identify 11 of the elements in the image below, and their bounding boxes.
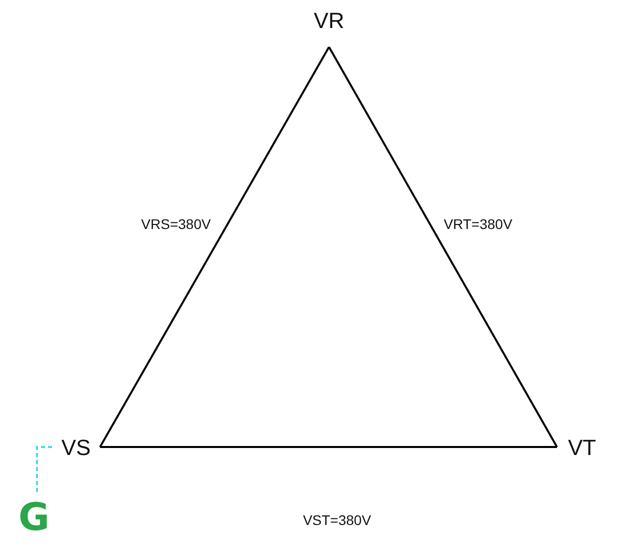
vertex-label: G bbox=[14, 495, 54, 539]
triangle-side bbox=[100, 446, 557, 448]
edge-label: VST=380V bbox=[302, 512, 372, 528]
edge-label: VRS=380V bbox=[140, 216, 212, 232]
vertex-label: VS bbox=[52, 434, 100, 461]
dashed-line bbox=[36, 446, 52, 495]
triangle-side bbox=[99, 46, 330, 448]
triangle-side bbox=[328, 46, 558, 448]
vertex-label: VR bbox=[306, 8, 352, 47]
vertex-label: VT bbox=[557, 434, 607, 461]
edge-label: VRT=380V bbox=[442, 216, 514, 232]
